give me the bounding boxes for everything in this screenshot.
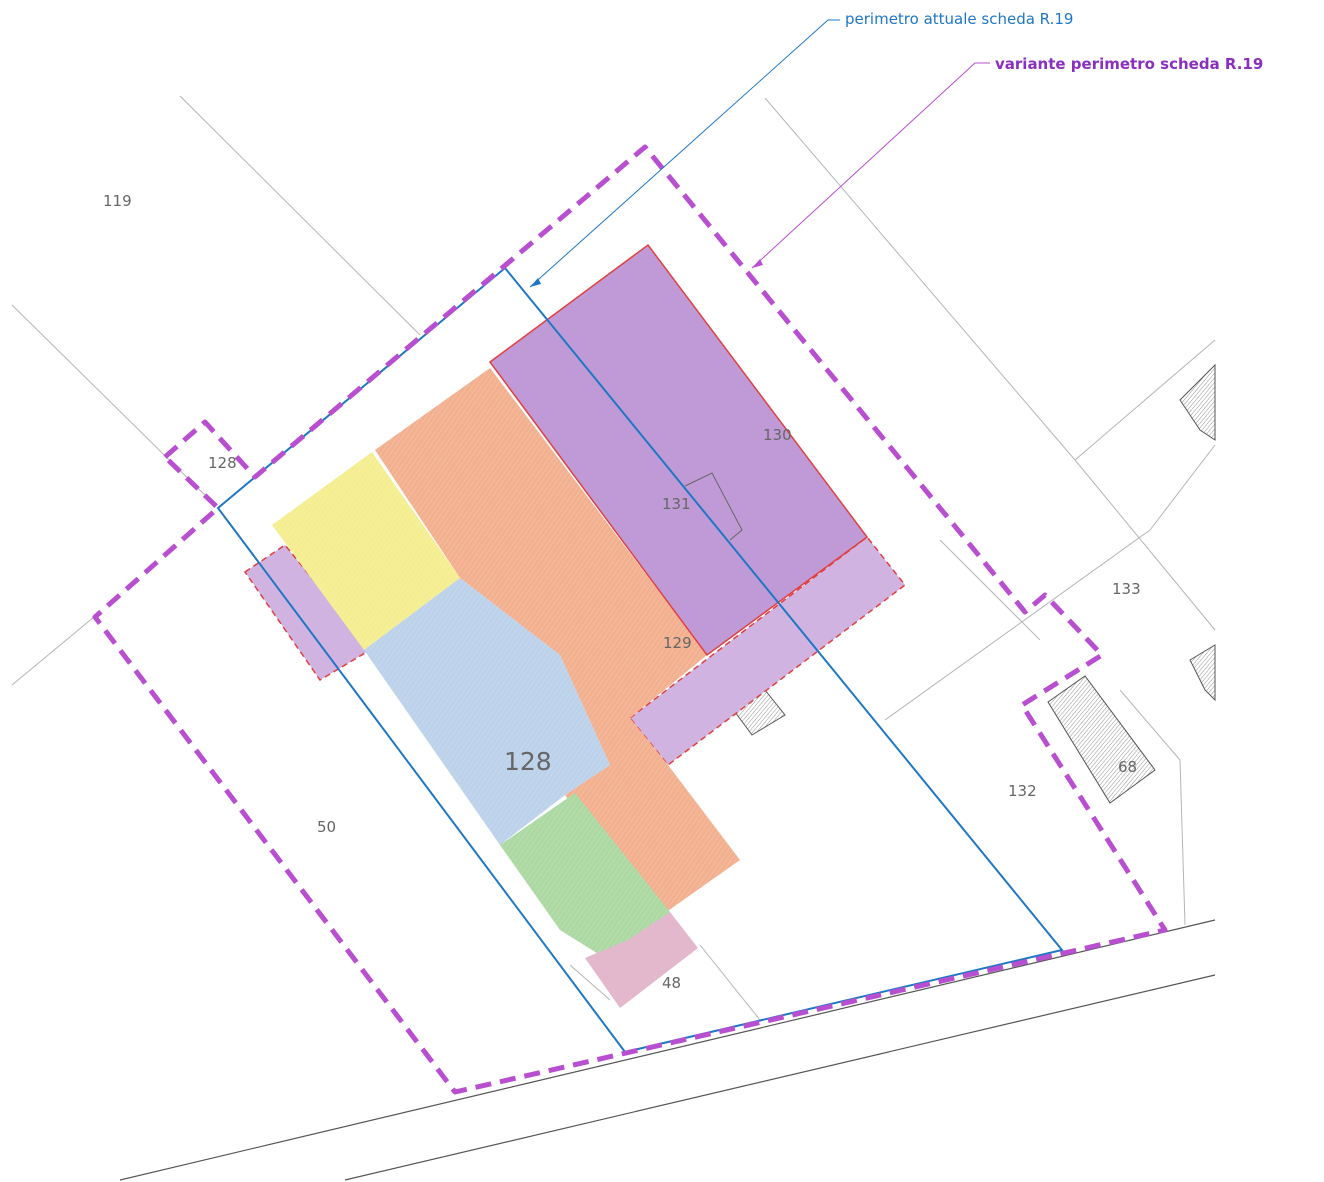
legend-leaders (529, 19, 990, 288)
parcel-128-top: 128 (208, 454, 237, 472)
parcel-128-main: 128 (504, 747, 552, 776)
building-green (500, 793, 670, 955)
cadastral-lines (11, 95, 1216, 1021)
parcel-68: 68 (1118, 758, 1137, 776)
current-perimeter-label: perimetro attuale scheda R.19 (845, 10, 1073, 28)
building-blue (364, 578, 610, 845)
parcel-130: 130 (763, 426, 792, 444)
variant-perimeter (92, 144, 1168, 1095)
parcel-132: 132 (1008, 782, 1037, 800)
parcel-48: 48 (662, 974, 681, 992)
road-lines (119, 919, 1216, 1181)
parcel-50: 50 (317, 818, 336, 836)
parcel-133: 133 (1112, 580, 1141, 598)
parcel-131: 131 (662, 495, 691, 513)
building-pink (585, 912, 698, 1008)
building-purple (488, 243, 869, 657)
variant-perimeter-label: variante perimetro scheda R.19 (995, 55, 1263, 73)
building-orange (375, 368, 740, 920)
neighbour-buildings (734, 363, 1216, 804)
building-yellow (272, 452, 460, 650)
parcel-129: 129 (663, 634, 692, 652)
parcel-119: 119 (103, 192, 132, 210)
